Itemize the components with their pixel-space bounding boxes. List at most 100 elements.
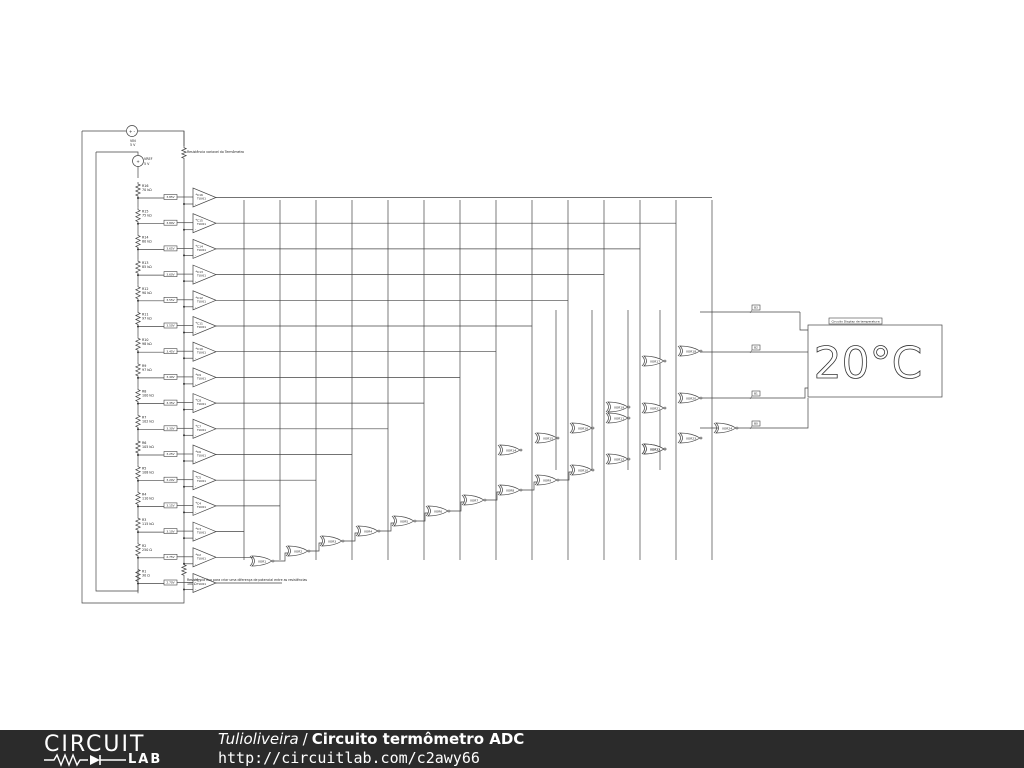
comparator-type: TLV61 bbox=[196, 402, 206, 406]
source-circle bbox=[132, 155, 144, 167]
xor-body bbox=[643, 443, 665, 455]
vref-value: 5 V bbox=[144, 162, 150, 166]
comparator-type: TLV61 bbox=[196, 274, 206, 278]
resistor-name: R5 bbox=[142, 467, 146, 471]
comparator-type: TLV61 bbox=[196, 351, 206, 355]
ladder-resistor bbox=[134, 233, 142, 250]
comparator-plus: + bbox=[195, 295, 198, 299]
author-link[interactable]: Tulioliveira bbox=[218, 730, 299, 748]
xor-body bbox=[357, 525, 379, 537]
xor-output bbox=[377, 529, 381, 533]
xor-label: XOR22 bbox=[650, 447, 660, 451]
comparator-triangle bbox=[192, 341, 217, 362]
comparator-minus: - bbox=[195, 408, 196, 412]
voltage-tag bbox=[163, 399, 178, 406]
xor-label: XOR4 bbox=[364, 529, 372, 533]
xor-output bbox=[307, 549, 311, 553]
xor-gate bbox=[677, 345, 703, 357]
ladder-resistor bbox=[134, 336, 142, 353]
tag-pin bbox=[749, 425, 753, 430]
resistor-zigzag bbox=[134, 567, 142, 584]
xor-output bbox=[663, 359, 667, 363]
junction-dot bbox=[137, 248, 139, 251]
xor-gate bbox=[391, 515, 417, 527]
tag-pin bbox=[749, 395, 753, 400]
resistor-zigzag bbox=[134, 361, 142, 378]
tag-box bbox=[163, 374, 178, 380]
resistor-name: R4 bbox=[142, 492, 146, 496]
comparator-type: TLV61 bbox=[196, 479, 206, 483]
xor-body bbox=[715, 422, 737, 434]
comparator bbox=[192, 444, 217, 465]
resistor-zigzag bbox=[134, 439, 142, 455]
xor-label: XOR3 bbox=[328, 539, 336, 543]
ladder-resistor bbox=[134, 439, 142, 455]
comparator-type: TLV61 bbox=[196, 505, 206, 509]
output-tag bbox=[749, 420, 761, 430]
xor-label: XOR16 bbox=[578, 426, 588, 430]
junction-dot bbox=[183, 331, 185, 334]
xor-body bbox=[393, 515, 415, 527]
tag-box bbox=[163, 245, 178, 252]
resistor-zigzag bbox=[180, 146, 188, 160]
junction-dot bbox=[137, 454, 139, 456]
xor-gate bbox=[534, 474, 560, 486]
comparator-plus: + bbox=[195, 398, 198, 402]
xor-output bbox=[735, 426, 739, 430]
vref-voltage-source: + bbox=[132, 155, 144, 167]
resistor-value: 80 kΩ bbox=[142, 239, 152, 243]
circuit-url[interactable]: http://circuitlab.com/c2awy66 bbox=[218, 749, 480, 767]
comparator-plus: + bbox=[195, 372, 198, 376]
xor-label: XOR7 bbox=[470, 498, 478, 502]
comparator-name: C12 bbox=[197, 296, 203, 300]
circuitlab-logo[interactable]: CIRCUIT bbox=[44, 732, 146, 757]
xor-gate bbox=[605, 453, 631, 465]
xor-output bbox=[556, 478, 560, 482]
resistor-zigzag bbox=[134, 541, 142, 558]
xor-body bbox=[427, 505, 449, 517]
xor-body bbox=[251, 555, 273, 567]
resistor-value: 75 kΩ bbox=[142, 214, 152, 218]
comparator-minus: - bbox=[195, 433, 196, 437]
junction-dot bbox=[183, 382, 185, 385]
ladder-resistor bbox=[134, 361, 142, 378]
source-circle bbox=[126, 125, 138, 137]
resistor-name: R14 bbox=[142, 235, 149, 239]
comparator-name: C1 bbox=[197, 579, 201, 583]
comparator-triangle bbox=[192, 213, 217, 234]
wire bbox=[450, 501, 464, 512]
fixed-resistor-label: Resistência fixa para criar uma diferenç… bbox=[187, 578, 307, 582]
thermometer-resistor bbox=[180, 146, 188, 160]
comparator-minus: - bbox=[195, 305, 196, 309]
comparator-plus: + bbox=[195, 578, 198, 582]
comparator-minus: - bbox=[195, 382, 196, 386]
ladder-resistor bbox=[134, 490, 142, 507]
circuit-title[interactable]: Circuito termômetro ADC bbox=[311, 730, 525, 748]
tag-box bbox=[163, 296, 178, 303]
comparator-plus: + bbox=[195, 475, 198, 479]
xor-curve bbox=[713, 422, 717, 434]
component-layer: + - + bbox=[126, 125, 943, 594]
junction-dot bbox=[183, 203, 185, 205]
comparator-plus: + bbox=[195, 423, 198, 427]
comparator-type: TLV61 bbox=[196, 325, 206, 329]
ladder-resistor bbox=[134, 182, 142, 198]
comparator-triangle bbox=[192, 572, 217, 594]
comparator-name: C8 bbox=[197, 399, 201, 403]
resistor-value: 98 kΩ bbox=[142, 342, 152, 346]
xor-gate bbox=[713, 422, 739, 434]
junction-dot bbox=[183, 562, 185, 565]
xor-body bbox=[499, 444, 521, 456]
junction-dot bbox=[183, 434, 185, 437]
comparator-name: C3 bbox=[197, 527, 201, 531]
voltage-tag bbox=[163, 271, 178, 277]
xor-label: XOR5 bbox=[400, 519, 408, 523]
xor-curve bbox=[569, 422, 573, 434]
xor-curve bbox=[355, 525, 359, 537]
resistor-value: 115 kΩ bbox=[142, 522, 154, 526]
wire bbox=[310, 542, 322, 552]
comparator bbox=[192, 393, 217, 414]
resistor-zigzag bbox=[134, 490, 142, 507]
vin-value: 5 V bbox=[130, 143, 136, 147]
xor-body bbox=[679, 432, 701, 444]
